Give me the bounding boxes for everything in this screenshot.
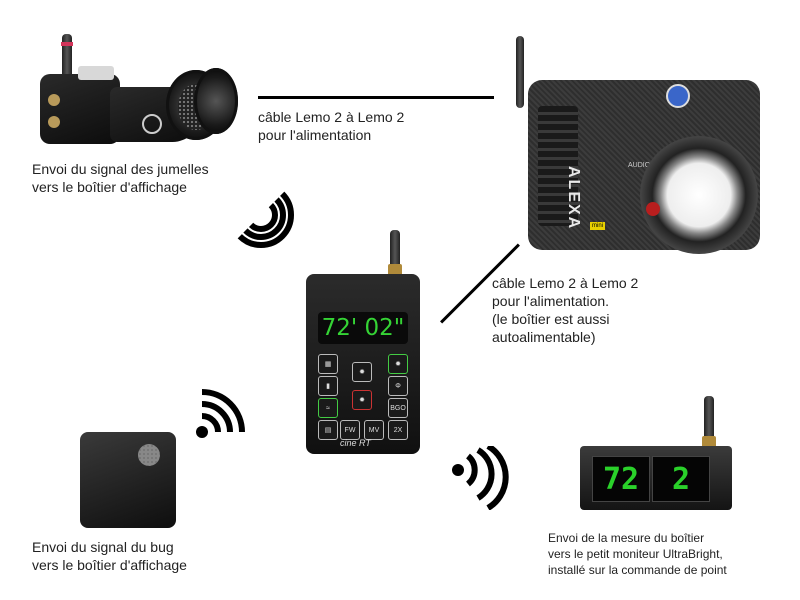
target-red-icon: ✹ bbox=[352, 390, 372, 410]
camera-side-vents bbox=[538, 106, 578, 226]
2x-button: 2X bbox=[388, 420, 408, 440]
monitor-caption: Envoi de la mesure du boîtier vers le pe… bbox=[548, 531, 727, 577]
monitor-body: 72 2 bbox=[580, 446, 732, 510]
cinert-handset: 72' 02" ▦ ✹ ✹ ▮ Φ ≈ ✹ BGO ▤ FW MV 2X cin… bbox=[302, 230, 422, 460]
fw-button: FW bbox=[340, 420, 360, 440]
signal-green-icon: ≈ bbox=[318, 398, 338, 418]
monitor-antenna bbox=[704, 396, 714, 442]
wifi-signal-icon bbox=[452, 446, 509, 510]
antenna bbox=[62, 34, 72, 78]
menu-icon: ▤ bbox=[318, 420, 338, 440]
monitor-digits-left: 72 bbox=[592, 456, 650, 502]
arri-logo-icon bbox=[666, 84, 690, 108]
target-icon: ✹ bbox=[388, 354, 408, 374]
target-icon: ✹ bbox=[352, 362, 372, 382]
power-cable-line bbox=[258, 96, 494, 99]
camera-brand-label: ALEXA bbox=[565, 166, 582, 231]
phi-icon: Φ bbox=[388, 376, 408, 396]
bgo-button: BGO bbox=[388, 398, 408, 418]
handset-brand: cine RT bbox=[340, 438, 371, 448]
image-mode-icon: ▦ bbox=[318, 354, 338, 374]
wifi-signal-icon bbox=[237, 191, 294, 248]
ultrabright-monitor: 72 2 bbox=[580, 396, 740, 526]
lemo-connector bbox=[48, 116, 60, 128]
mount-plate bbox=[78, 66, 114, 80]
monitor-antenna-base bbox=[702, 436, 716, 448]
alexa-camera: ALEXA mini AUDIO bbox=[510, 36, 770, 256]
antenna-ring bbox=[61, 42, 73, 46]
bug-caption: Envoi du signal du bug vers le boîtier d… bbox=[32, 539, 187, 573]
cable-top-caption: câble Lemo 2 à Lemo 2 pour l'alimentatio… bbox=[258, 109, 405, 143]
binoculars-transmitter bbox=[38, 32, 238, 147]
binocular-lens bbox=[194, 68, 238, 134]
cable-middle-caption: câble Lemo 2 à Lemo 2 pour l'alimentatio… bbox=[492, 275, 639, 345]
camera-mini-label: mini bbox=[590, 222, 606, 230]
button-grid: ▦ ✹ ✹ ▮ Φ ≈ ✹ BGO ▤ FW MV 2X bbox=[316, 352, 412, 440]
camera-red-dial bbox=[646, 202, 660, 216]
focus-wheel-icon bbox=[142, 114, 162, 134]
wifi-signal-icon bbox=[196, 389, 245, 438]
handset-display: 72' 02" bbox=[318, 312, 408, 344]
transmitter-box bbox=[40, 66, 120, 144]
camera-audio-label: AUDIO bbox=[628, 162, 651, 169]
mv-button: MV bbox=[364, 420, 384, 440]
monitor-digits-right: 2 bbox=[652, 456, 710, 502]
battery-icon: ▮ bbox=[318, 376, 338, 396]
lemo-connector bbox=[48, 94, 60, 106]
bug-transmitter bbox=[80, 432, 176, 528]
binoculars-caption: Envoi du signal des jumelles vers le boî… bbox=[32, 161, 209, 195]
handset-antenna-base bbox=[388, 264, 402, 276]
handset-body: 72' 02" ▦ ✹ ✹ ▮ Φ ≈ ✹ BGO ▤ FW MV 2X cin… bbox=[306, 274, 420, 454]
camera-antenna bbox=[516, 36, 524, 108]
camera-lens-mount bbox=[640, 136, 758, 254]
handset-antenna bbox=[390, 230, 400, 272]
bug-button bbox=[138, 444, 160, 466]
